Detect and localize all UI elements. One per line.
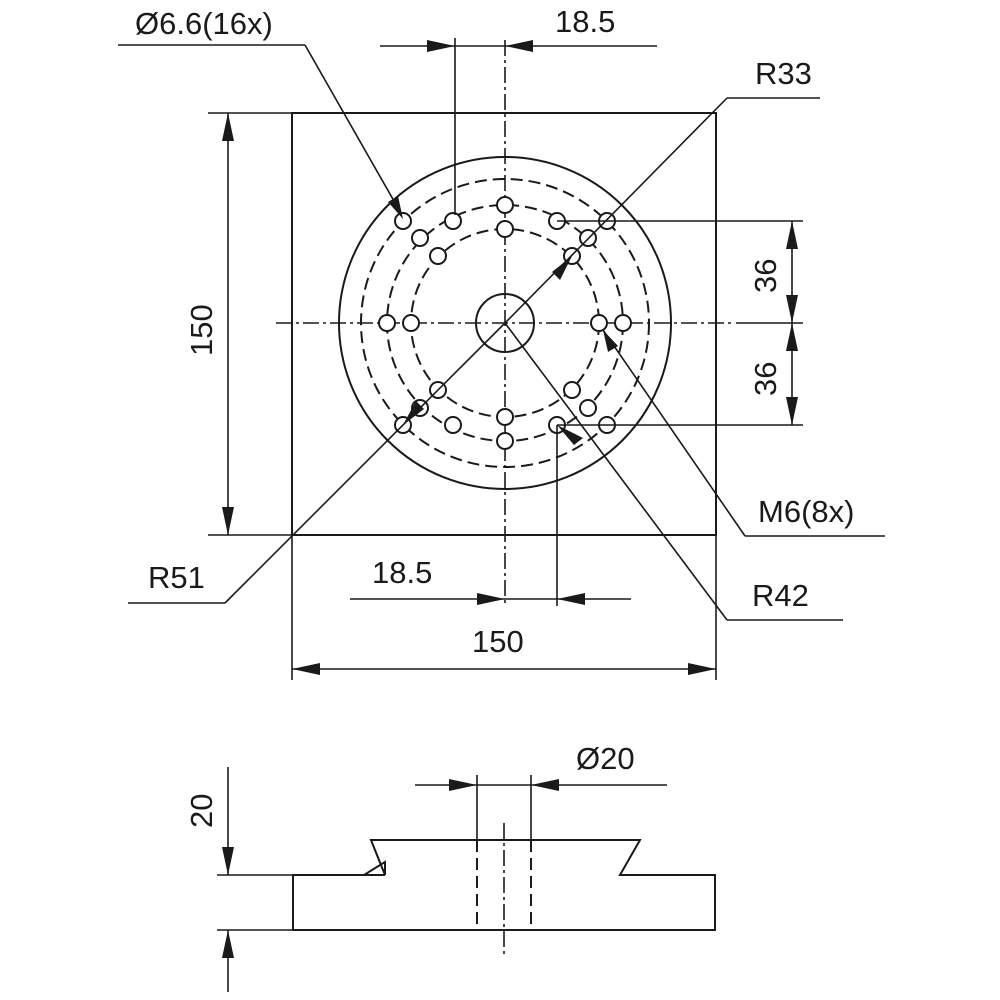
hole (590, 314, 608, 332)
hole (429, 247, 447, 265)
offset-lower-label: 36 (748, 362, 783, 396)
holes-label: Ø6.6(16x) (135, 6, 273, 41)
callout-r33: R33 (504, 56, 820, 324)
r33-label: R33 (755, 56, 812, 91)
hole (444, 416, 462, 434)
hole (444, 212, 462, 230)
height-label: 150 (184, 304, 219, 356)
dim-bore: Ø20 (415, 741, 667, 840)
m6-label: M6(8x) (758, 494, 854, 529)
hole (563, 381, 581, 399)
hole (496, 432, 514, 450)
center-bore (475, 293, 535, 353)
plate-outline (291, 112, 717, 536)
r42-label: R42 (752, 578, 809, 613)
dim-height: 150 (184, 112, 292, 536)
hole (411, 229, 429, 247)
hole-pitch-top-label: 18.5 (555, 4, 615, 39)
dim-thickness: 20 (184, 767, 293, 992)
hole (496, 220, 514, 238)
width-label: 150 (472, 624, 524, 659)
hole-pitch-bottom-label: 18.5 (372, 555, 432, 590)
hole (496, 408, 514, 426)
offset-upper-label: 36 (748, 259, 783, 293)
top-view: Ø6.6(16x) 18.5 R33 R51 (118, 4, 885, 680)
hole (378, 314, 396, 332)
thickness-label: 20 (184, 794, 219, 828)
callout-r42: R42 (504, 322, 843, 621)
side-profile (292, 839, 716, 931)
callout-r51: R51 (128, 322, 506, 604)
callout-holes: Ø6.6(16x) (118, 6, 403, 219)
r51-label: R51 (148, 560, 205, 595)
side-view: Ø20 20 (184, 741, 716, 992)
hole (496, 196, 514, 214)
callout-m6: M6(8x) (602, 329, 885, 537)
dim-hole-pitch-bottom: 18.5 (350, 425, 631, 606)
dim-hole-pitch-top: 18.5 (380, 4, 657, 215)
hole (614, 314, 632, 332)
bore-label: Ø20 (576, 741, 635, 776)
dim-offsets: 36 36 (557, 220, 803, 426)
hole (402, 314, 420, 332)
dim-width: 150 (291, 535, 717, 680)
hole (394, 212, 412, 230)
hole (579, 399, 597, 417)
